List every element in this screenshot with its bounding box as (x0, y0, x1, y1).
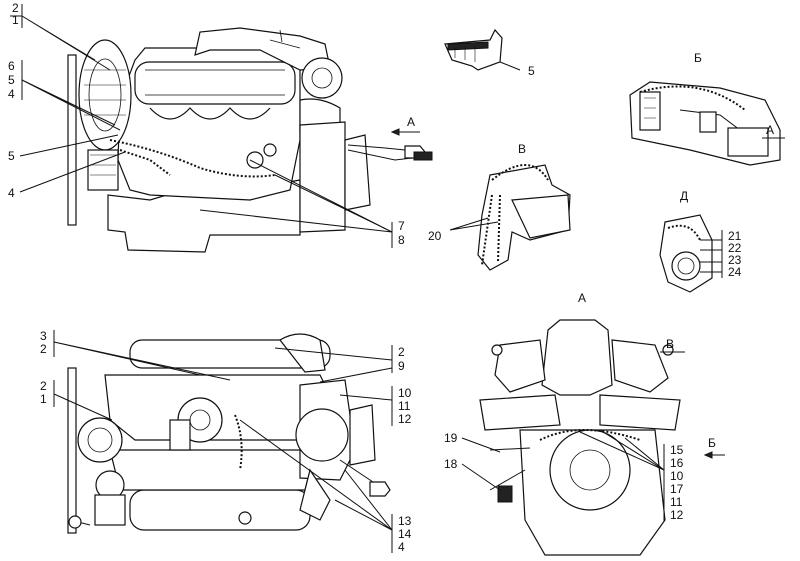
side-label-7: 7 (398, 219, 405, 233)
front-label-16: 16 (670, 456, 684, 470)
detail-b-arrow-label: А (766, 123, 774, 137)
detail-v-label-20: 20 (428, 229, 442, 243)
top-label-2-upper: 2 (40, 342, 47, 356)
side-label-5-top: 5 (8, 73, 15, 87)
side-label-2: 2 (12, 1, 19, 15)
detail-5-label: 5 (528, 64, 535, 78)
top-label-3: 3 (40, 329, 47, 343)
side-label-1: 1 (12, 13, 19, 27)
top-view: 3 2 2 1 2 9 10 11 12 13 14 4 (40, 329, 412, 554)
front-view-caption: А (578, 291, 586, 305)
top-label-10: 10 (398, 386, 412, 400)
front-view-label-b: Б (708, 436, 716, 450)
detail-b-caption: Б (694, 51, 702, 65)
side-view: А 2 1 6 5 4 5 4 7 8 (8, 1, 433, 253)
detail-d-caption: Д (680, 189, 688, 203)
front-label-12: 12 (670, 508, 684, 522)
front-label-18: 18 (444, 457, 458, 471)
top-label-9: 9 (398, 359, 405, 373)
front-label-19: 19 (444, 431, 458, 445)
detail-v-caption: В (518, 142, 526, 156)
side-label-4: 4 (8, 186, 15, 200)
side-label-6: 6 (8, 59, 15, 73)
side-label-5: 5 (8, 149, 15, 163)
front-view-label-v: В (666, 337, 674, 351)
front-label-17: 17 (670, 482, 684, 496)
detail-d-view: Д 21 22 23 24 (659, 189, 742, 293)
top-label-14: 14 (398, 527, 412, 541)
detail-v-view: В 20 (428, 142, 571, 271)
front-view: А В Б 19 18 15 16 10 17 11 1 (444, 291, 725, 556)
top-label-4: 4 (398, 540, 405, 554)
side-label-4-top: 4 (8, 87, 15, 101)
side-label-8: 8 (398, 233, 405, 247)
top-label-12: 12 (398, 412, 412, 426)
top-label-13: 13 (398, 514, 412, 528)
top-label-1: 1 (40, 392, 47, 406)
detail-d-label-22: 22 (728, 241, 742, 255)
top-label-2-right: 2 (398, 345, 405, 359)
detail-d-label-24: 24 (728, 265, 742, 279)
side-view-arrow-label: А (407, 115, 415, 129)
top-label-2-lower: 2 (40, 379, 47, 393)
detail-b-view: Б А (629, 51, 785, 166)
front-label-15: 15 (670, 443, 684, 457)
front-label-10: 10 (670, 469, 684, 483)
detail-d-label-23: 23 (728, 253, 742, 267)
top-label-11: 11 (398, 399, 411, 413)
detail-5-view: 5 (444, 28, 535, 78)
detail-d-label-21: 21 (728, 229, 742, 243)
front-label-11: 11 (670, 495, 683, 509)
